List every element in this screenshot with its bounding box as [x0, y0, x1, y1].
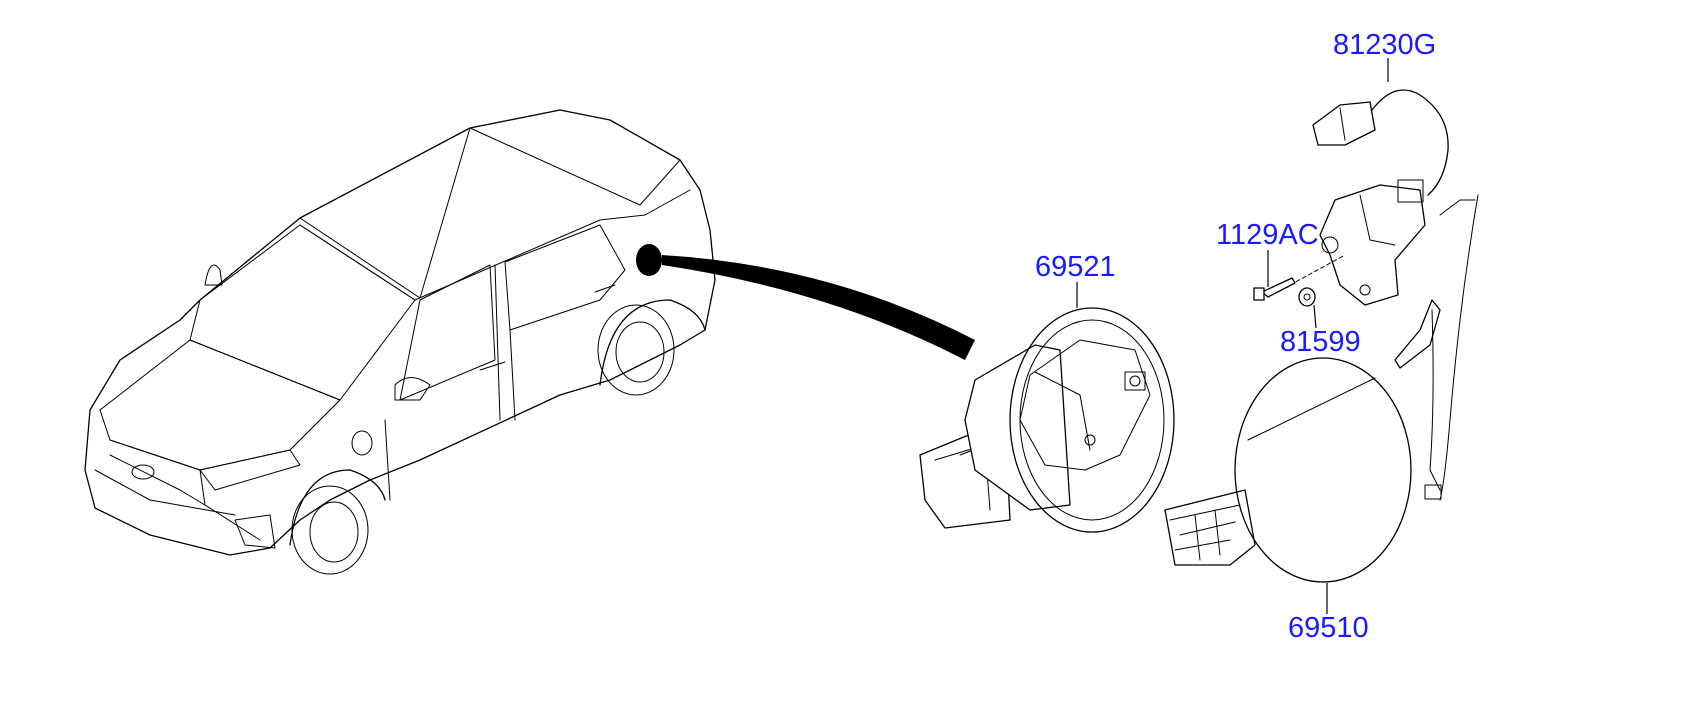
actuator-illustration	[1289, 58, 1479, 501]
vehicle-illustration	[84, 109, 975, 575]
fuel-filler-housing-illustration	[919, 282, 1175, 533]
fuel-door-illustration	[1164, 357, 1412, 614]
clip-illustration	[1298, 287, 1317, 329]
part-label-81230G[interactable]: 81230G	[1333, 29, 1437, 61]
part-label-1129AC[interactable]: 1129AC	[1216, 219, 1319, 251]
part-label-69521[interactable]: 69521	[1035, 251, 1116, 283]
bolt-illustration	[1253, 250, 1296, 301]
detail-pointer	[662, 255, 975, 360]
fuel-door-location-marker	[636, 244, 662, 276]
part-label-81599[interactable]: 81599	[1280, 326, 1361, 358]
part-label-69510[interactable]: 69510	[1288, 612, 1369, 644]
